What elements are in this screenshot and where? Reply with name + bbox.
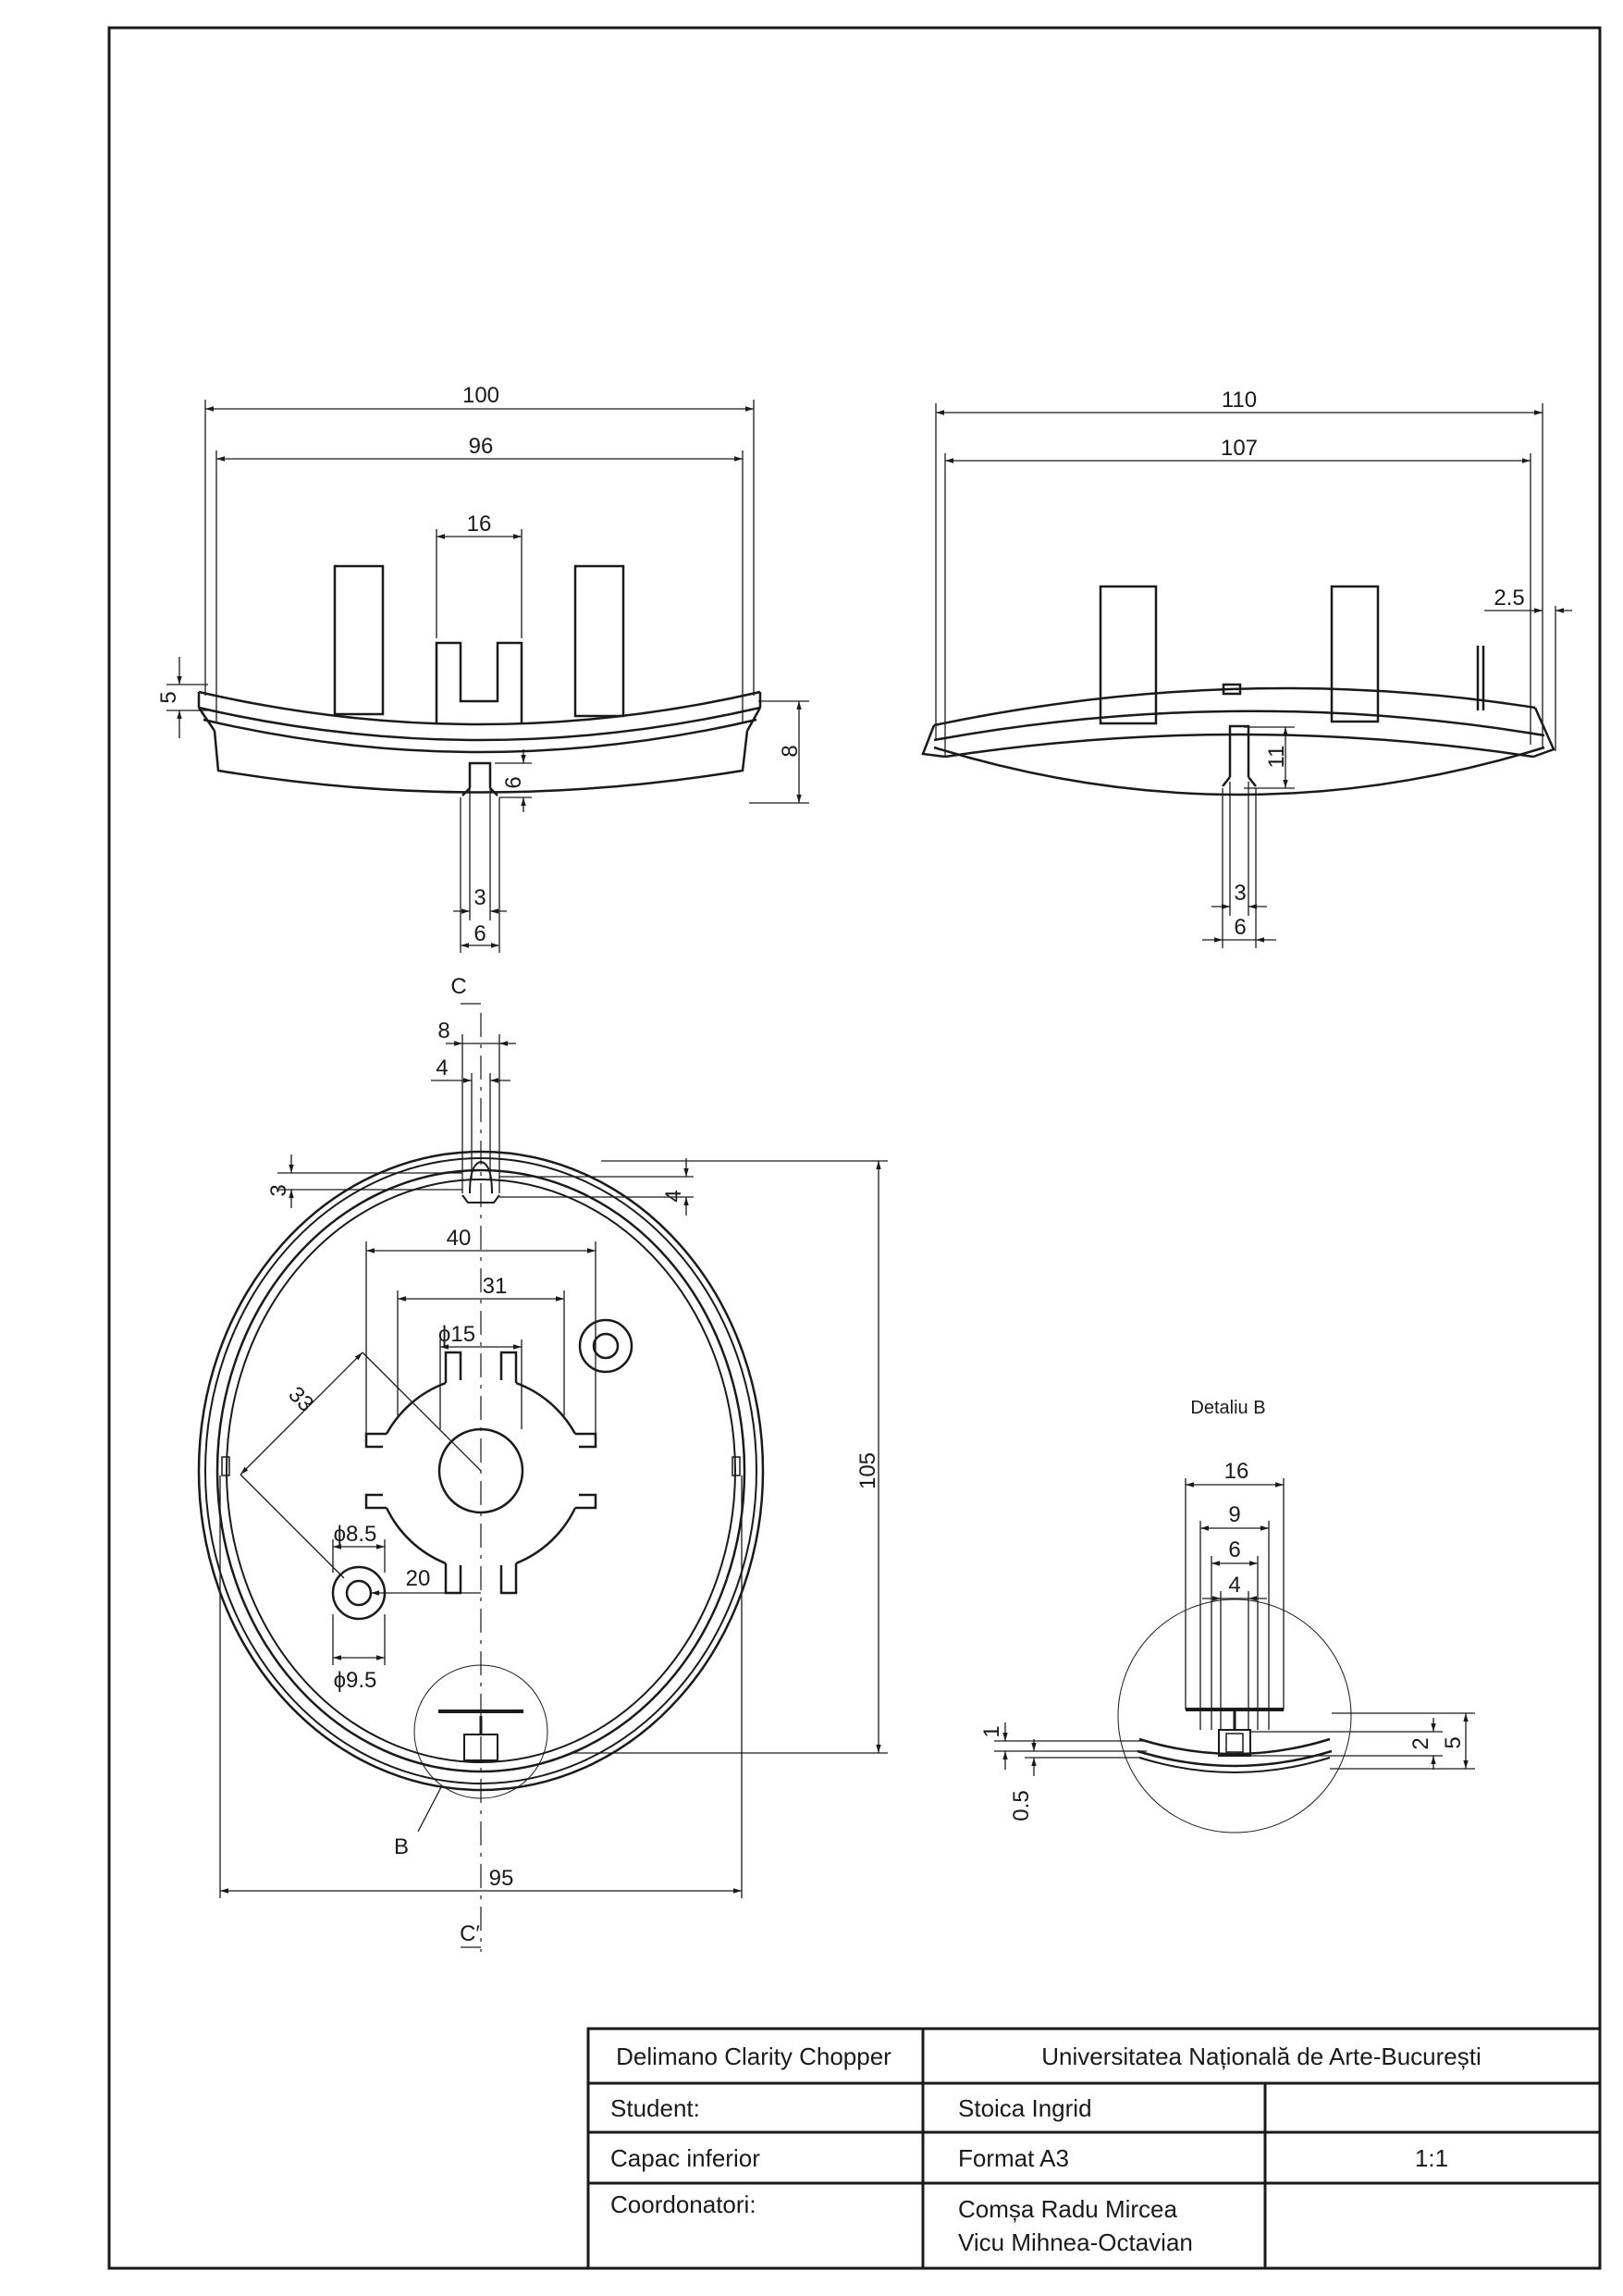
drawing-frame xyxy=(107,26,1602,2270)
top-view-dimensions: C C′ 8 4 3 4 105 40 31 ϕ15 33 ϕ8.5 20 ϕ9… xyxy=(219,974,888,1948)
dim-front-slot-width: 16 xyxy=(467,512,492,537)
side-base xyxy=(933,746,1545,796)
dim-side-tab-offset: 2.5 xyxy=(1494,586,1524,611)
tb-coord-2: Vicu Mihnea-Octavian xyxy=(958,2228,1193,2256)
dim-detail-2: 2 xyxy=(1408,1737,1433,1749)
side-view-dimensions: 110 107 2.5 11 3 6 xyxy=(935,388,1572,948)
dim-detail-6: 6 xyxy=(1228,1537,1240,1562)
side-post-right xyxy=(1330,585,1380,723)
tb-student-name: Stoica Ingrid xyxy=(958,2094,1092,2122)
dim-front-base-height: 8 xyxy=(778,745,803,757)
tb-university: Universitatea Națională de Arte-Bucureșt… xyxy=(1041,2043,1481,2070)
dim-top-overall-height: 105 xyxy=(855,1452,880,1489)
tb-product: Delimano Clarity Chopper xyxy=(616,2043,891,2070)
dim-top-bore-dia: ϕ15 xyxy=(438,1322,475,1347)
dim-top-radial: 33 xyxy=(283,1382,318,1417)
detail-b-title: Detaliu B xyxy=(1190,1398,1265,1418)
dim-side-pin-small: 3 xyxy=(1234,881,1246,906)
dim-detail-9: 9 xyxy=(1228,1502,1240,1527)
dim-front-pin-large: 6 xyxy=(473,921,486,946)
dim-detail-1: 1 xyxy=(979,1725,1004,1737)
section-label-top: C xyxy=(450,974,466,999)
dim-side-pin-large: 6 xyxy=(1234,915,1246,940)
tb-coord-1: Comșa Radu Mircea xyxy=(958,2195,1178,2223)
tb-format: Format A3 xyxy=(958,2144,1069,2172)
front-center-post xyxy=(435,641,523,723)
top-center-bore xyxy=(437,1427,524,1514)
detail-circle xyxy=(413,1664,548,1799)
dim-top-hole-dia-small: ϕ8.5 xyxy=(334,1522,377,1547)
dim-top-gap-left: 3 xyxy=(266,1184,291,1196)
dim-detail-4: 4 xyxy=(1228,1573,1240,1598)
dim-top-notch-outer: 8 xyxy=(437,1018,449,1043)
side-post-left xyxy=(1099,585,1158,725)
dim-detail-5: 5 xyxy=(1441,1736,1466,1748)
dim-front-pin-small: 3 xyxy=(473,885,486,910)
dim-front-rim-height: 5 xyxy=(156,691,181,703)
dim-top-gap-right: 4 xyxy=(661,1190,686,1202)
dim-side-height: 11 xyxy=(1264,746,1289,769)
dim-side-width-outer: 110 xyxy=(1222,388,1257,413)
tb-student-label: Student: xyxy=(610,2094,700,2122)
front-post-left xyxy=(333,564,385,716)
dim-front-width-inner: 96 xyxy=(469,434,494,459)
detail-b-dimensions: Detaliu B 16 9 6 4 1 0.5 2 5 xyxy=(979,1398,1475,1821)
top-view xyxy=(197,1013,765,1952)
front-view xyxy=(197,564,762,796)
tb-coord-label: Coordonatori: xyxy=(610,2191,756,2218)
front-base xyxy=(213,730,749,794)
detail-b-view xyxy=(1117,1599,1352,1833)
dim-front-width-outer: 100 xyxy=(462,383,499,408)
tb-part-name: Capac inferior xyxy=(610,2144,760,2172)
dim-top-hub-width: 40 xyxy=(447,1226,472,1251)
dim-detail-0-5: 0.5 xyxy=(1009,1790,1034,1821)
top-hole-right xyxy=(578,1318,633,1374)
front-post-right xyxy=(573,564,625,718)
dim-top-overall-width: 95 xyxy=(489,1866,514,1891)
dim-front-pin-height: 6 xyxy=(501,776,526,788)
section-label-bottom: C′ xyxy=(460,1921,480,1946)
front-view-dimensions: 100 96 16 5 8 6 3 6 xyxy=(156,383,809,953)
dim-top-notch-inner: 4 xyxy=(436,1055,448,1080)
detail-callout-label: B xyxy=(394,1834,409,1859)
top-outer-rim xyxy=(197,1150,765,1792)
detail-b-circle xyxy=(1117,1599,1352,1833)
dim-top-inner-width: 31 xyxy=(483,1274,508,1299)
dim-top-hole-dia-large: ϕ9.5 xyxy=(334,1668,377,1693)
dim-detail-16: 16 xyxy=(1224,1459,1249,1484)
tb-scale: 1:1 xyxy=(1415,2144,1448,2172)
side-view xyxy=(921,585,1555,796)
dim-side-width-inner: 107 xyxy=(1221,436,1258,461)
dim-top-hole-offset: 20 xyxy=(406,1566,431,1591)
title-block: Delimano Clarity Chopper Universitatea N… xyxy=(586,2027,1602,2270)
